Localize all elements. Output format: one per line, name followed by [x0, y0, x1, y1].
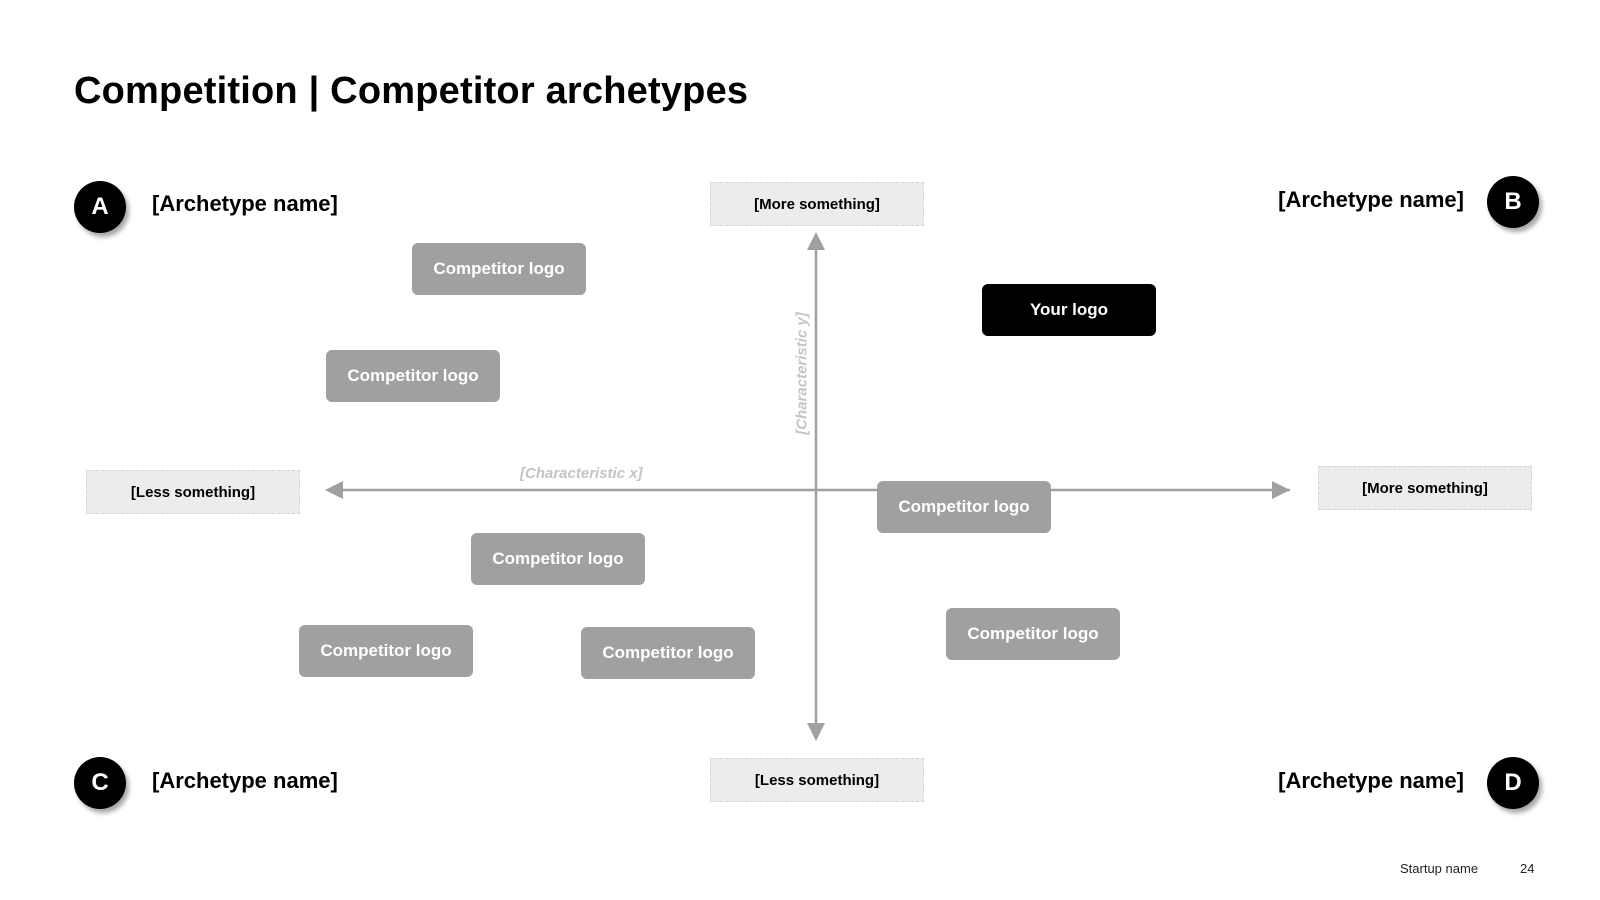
y-axis-caption: [Characteristic y]: [793, 312, 811, 435]
quadrant-d-name: [Archetype name]: [1278, 768, 1464, 793]
competitor-logo: Competitor logo: [946, 608, 1120, 660]
own-logo: Your logo: [982, 284, 1156, 336]
x-axis-arrow-left: [325, 481, 343, 499]
quadrant-c-badge: C: [74, 757, 126, 809]
y-axis-arrow-down: [807, 723, 825, 741]
y-axis-high-label: [More something]: [710, 182, 924, 226]
y-axis-arrow-up: [807, 232, 825, 250]
quadrant-c-name: [Archetype name]: [152, 768, 338, 793]
competitor-logo: Competitor logo: [299, 625, 473, 677]
competitor-logo: Competitor logo: [877, 481, 1051, 533]
x-axis-high-label: [More something]: [1318, 466, 1532, 510]
footer-page-number: 24: [1520, 861, 1535, 876]
y-axis-low-label: [Less something]: [710, 758, 924, 802]
quadrant-a-name: [Archetype name]: [152, 191, 338, 216]
x-axis-low-label: [Less something]: [86, 470, 300, 514]
quadrant-a-badge: A: [74, 181, 126, 233]
page-title: Competition | Competitor archetypes: [74, 70, 749, 112]
competitor-logo: Competitor logo: [412, 243, 586, 295]
quadrant-b-name: [Archetype name]: [1278, 187, 1464, 212]
footer-startup-name: Startup name: [1400, 861, 1479, 876]
competitor-logo: Competitor logo: [471, 533, 645, 585]
x-axis-caption: [Characteristic x]: [520, 465, 643, 482]
competitor-logo: Competitor logo: [581, 627, 755, 679]
quadrant-d-badge: D: [1487, 757, 1539, 809]
competitor-logo: Competitor logo: [326, 350, 500, 402]
x-axis-arrow-right: [1272, 481, 1290, 499]
quadrant-b-badge: B: [1487, 176, 1539, 228]
